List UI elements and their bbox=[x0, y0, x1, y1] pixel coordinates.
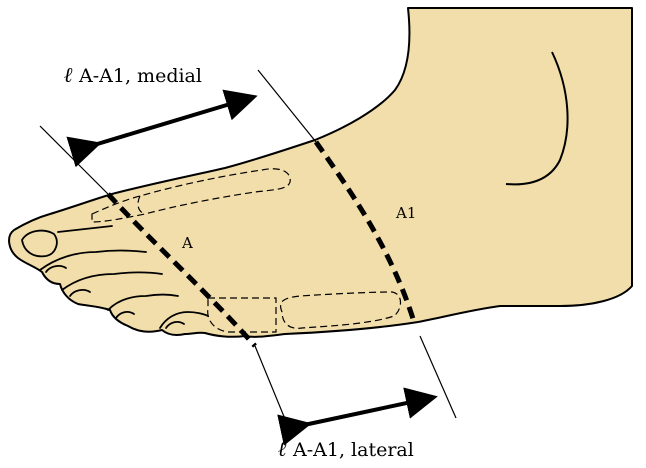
ext-lateral-a bbox=[255, 346, 292, 436]
lateral-label: ℓ A-A1, lateral bbox=[278, 436, 414, 461]
ext-medial-a bbox=[40, 126, 108, 194]
point-a-label: A bbox=[181, 234, 193, 252]
ext-medial-a1 bbox=[258, 70, 316, 142]
point-a1-label: A1 bbox=[395, 204, 416, 222]
foot-silhouette bbox=[9, 8, 632, 337]
lateral-symbol: ℓ bbox=[278, 436, 287, 461]
medial-symbol: ℓ bbox=[64, 62, 73, 87]
lateral-text: A-A1, lateral bbox=[287, 439, 414, 461]
ext-lateral-a1 bbox=[420, 336, 456, 418]
medial-arrow bbox=[94, 98, 250, 145]
lateral-arrow bbox=[304, 398, 430, 425]
medial-label: ℓ A-A1, medial bbox=[64, 62, 202, 87]
medial-text: A-A1, medial bbox=[73, 65, 202, 87]
